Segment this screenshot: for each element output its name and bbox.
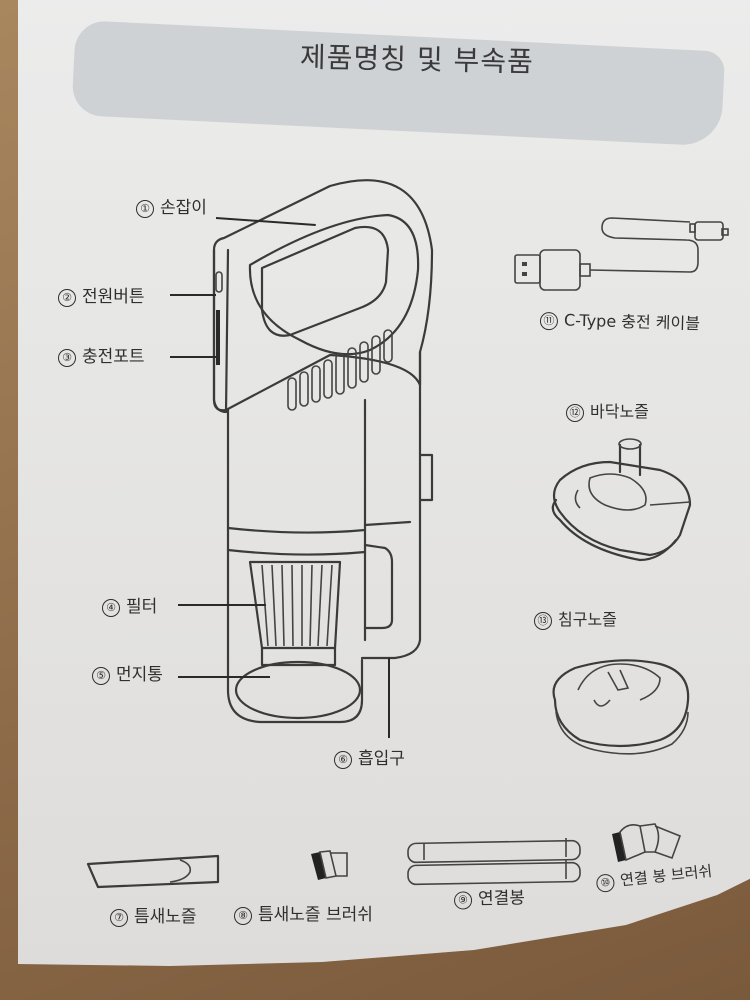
- accessory-number: ⑫: [566, 404, 584, 422]
- accessory-name: 틈새노즐 브러쉬: [258, 905, 373, 925]
- accessory-label-crevice-brush: ⑧ 틈새노즐 브러쉬: [234, 900, 373, 925]
- part-name: 먼지통: [116, 665, 163, 685]
- accessory-number: ⑩: [595, 873, 616, 894]
- part-label-dust-bin: ⑤ 먼지통: [92, 660, 163, 685]
- part-number: ⑥: [334, 751, 352, 769]
- part-label-handle: ① 손잡이: [136, 193, 207, 218]
- part-name: 충전포트: [82, 347, 145, 367]
- part-name: 흡입구: [358, 749, 405, 769]
- accessory-name: 침구노즐: [558, 610, 617, 629]
- part-label-charging-port: ③ 충전포트: [58, 342, 145, 367]
- part-number: ④: [102, 599, 120, 617]
- leader-line-dust-bin: [178, 676, 270, 678]
- part-label-power-button: ② 전원버튼: [58, 282, 145, 307]
- leader-line-charging-port: [170, 356, 216, 358]
- accessory-label-floor-nozzle: ⑫ 바닥노즐: [566, 398, 649, 422]
- part-label-suction-inlet: ⑥ 흡입구: [334, 744, 405, 769]
- part-name: 전원버튼: [82, 287, 145, 307]
- part-number: ⑤: [92, 667, 110, 685]
- part-number: ②: [58, 289, 76, 307]
- accessory-number: ⑦: [110, 909, 128, 927]
- leader-line-suction-inlet: [388, 658, 390, 738]
- accessory-name: 바닥노즐: [590, 402, 649, 421]
- manual-page: [18, 0, 750, 966]
- accessory-number: ⑧: [234, 907, 252, 925]
- part-number: ①: [136, 200, 154, 218]
- part-name: 손잡이: [160, 198, 207, 218]
- leader-line-filter: [178, 604, 266, 606]
- accessory-number: ⑬: [534, 612, 552, 630]
- leader-line-power-button: [170, 294, 216, 296]
- part-name: 필터: [126, 597, 158, 617]
- accessory-label-crevice-nozzle: ⑦ 틈새노즐: [110, 902, 197, 927]
- part-number: ③: [58, 349, 76, 367]
- accessory-name: 틈새노즐: [134, 907, 197, 927]
- accessory-label-bedding-nozzle: ⑬ 침구노즐: [534, 606, 617, 630]
- part-label-filter: ④ 필터: [102, 592, 157, 617]
